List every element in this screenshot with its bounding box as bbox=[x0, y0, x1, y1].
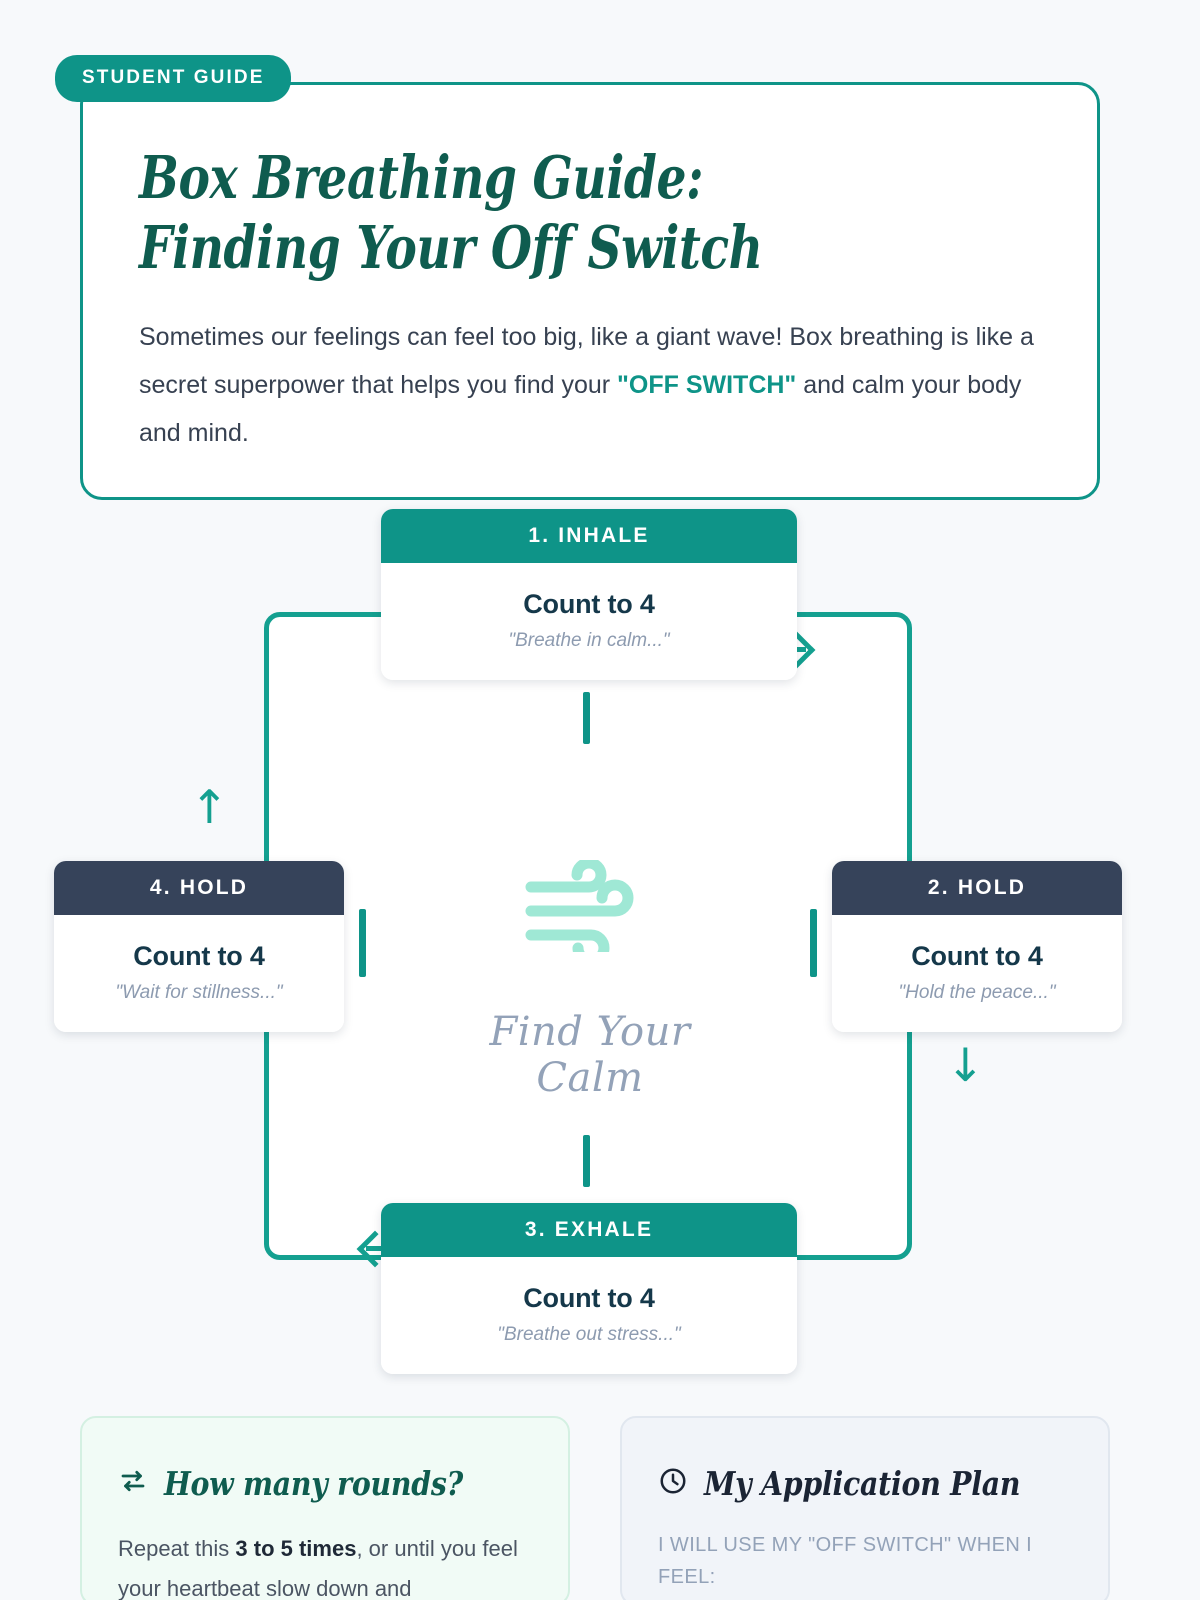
rounds-card: How many rounds? Repeat this 3 to 5 time… bbox=[80, 1416, 570, 1600]
repeat-icon bbox=[118, 1466, 148, 1501]
rounds-card-body: Repeat this 3 to 5 times, or until you f… bbox=[118, 1529, 532, 1600]
phase-quote-exhale: "Breathe out stress..." bbox=[497, 1324, 681, 1345]
phase-header-inhale: 1. INHALE bbox=[381, 509, 797, 563]
connector-tick-left bbox=[359, 909, 366, 977]
phase-body-exhale: Count to 4 "Breathe out stress..." bbox=[381, 1257, 797, 1374]
rounds-text-bold: 3 to 5 times bbox=[235, 1536, 357, 1561]
phase-body-hold-4: Count to 4 "Wait for stillness..." bbox=[54, 915, 344, 1032]
page-title: Box Breathing Guide: Finding Your Off Sw… bbox=[139, 143, 763, 282]
connector-tick-right bbox=[810, 909, 817, 977]
phase-count-exhale: Count to 4 bbox=[523, 1283, 655, 1313]
phase-header-hold-2: 2. HOLD bbox=[832, 861, 1122, 915]
rounds-text-part2: , or until you feel your heartbeat slow … bbox=[118, 1536, 518, 1600]
phase-count-hold-4: Count to 4 bbox=[133, 941, 265, 971]
plan-card-header: My Application Plan bbox=[658, 1464, 1072, 1503]
phase-count-inhale: Count to 4 bbox=[523, 589, 655, 619]
phase-quote-hold-2: "Hold the peace..." bbox=[898, 982, 1056, 1003]
clock-icon bbox=[658, 1466, 688, 1501]
phase-card-inhale[interactable]: 1. INHALE Count to 4 "Breathe in calm...… bbox=[381, 509, 797, 680]
header-paragraph-part1: Sometimes our feelings can feel too big,… bbox=[139, 323, 1034, 399]
phase-card-exhale[interactable]: 3. EXHALE Count to 4 "Breathe out stress… bbox=[381, 1203, 797, 1374]
phase-body-inhale: Count to 4 "Breathe in calm..." bbox=[381, 563, 797, 680]
center-caption: Find Your Calm bbox=[489, 1009, 691, 1101]
off-switch-highlight: "OFF SWITCH" bbox=[617, 371, 797, 399]
arrow-up-icon: ↑ bbox=[190, 780, 229, 834]
rounds-text-part1: Repeat this bbox=[118, 1536, 236, 1561]
plan-card: My Application Plan I WILL USE MY "OFF S… bbox=[620, 1416, 1110, 1600]
phase-header-hold-4: 4. HOLD bbox=[54, 861, 344, 915]
wind-icon bbox=[430, 857, 750, 967]
phase-body-hold-2: Count to 4 "Hold the peace..." bbox=[832, 915, 1122, 1032]
phase-quote-hold-4: "Wait for stillness..." bbox=[115, 982, 283, 1003]
phase-count-hold-2: Count to 4 bbox=[911, 941, 1043, 971]
cycle-center: Find Your Calm bbox=[430, 857, 750, 1101]
connector-tick-top bbox=[583, 692, 590, 744]
header-paragraph: Sometimes our feelings can feel too big,… bbox=[139, 313, 1039, 457]
plan-card-title: My Application Plan bbox=[704, 1464, 1021, 1503]
phase-quote-inhale: "Breathe in calm..." bbox=[508, 630, 670, 651]
phase-card-hold-4[interactable]: 4. HOLD Count to 4 "Wait for stillness..… bbox=[54, 861, 344, 1032]
phase-header-exhale: 3. EXHALE bbox=[381, 1203, 797, 1257]
plan-prompt: I WILL USE MY "OFF SWITCH" WHEN I FEEL: bbox=[658, 1534, 1033, 1589]
student-guide-badge: STUDENT GUIDE bbox=[55, 55, 292, 102]
header-paragraph-part2: and calm your body and mind. bbox=[139, 371, 1022, 447]
phase-card-hold-2[interactable]: 2. HOLD Count to 4 "Hold the peace..." bbox=[832, 861, 1122, 1032]
connector-tick-bottom bbox=[583, 1135, 590, 1187]
rounds-card-title: How many rounds? bbox=[164, 1464, 463, 1503]
rounds-card-header: How many rounds? bbox=[118, 1464, 532, 1503]
arrow-down-icon: ↓ bbox=[946, 1038, 985, 1092]
header-card: Box Breathing Guide: Finding Your Off Sw… bbox=[80, 82, 1100, 500]
